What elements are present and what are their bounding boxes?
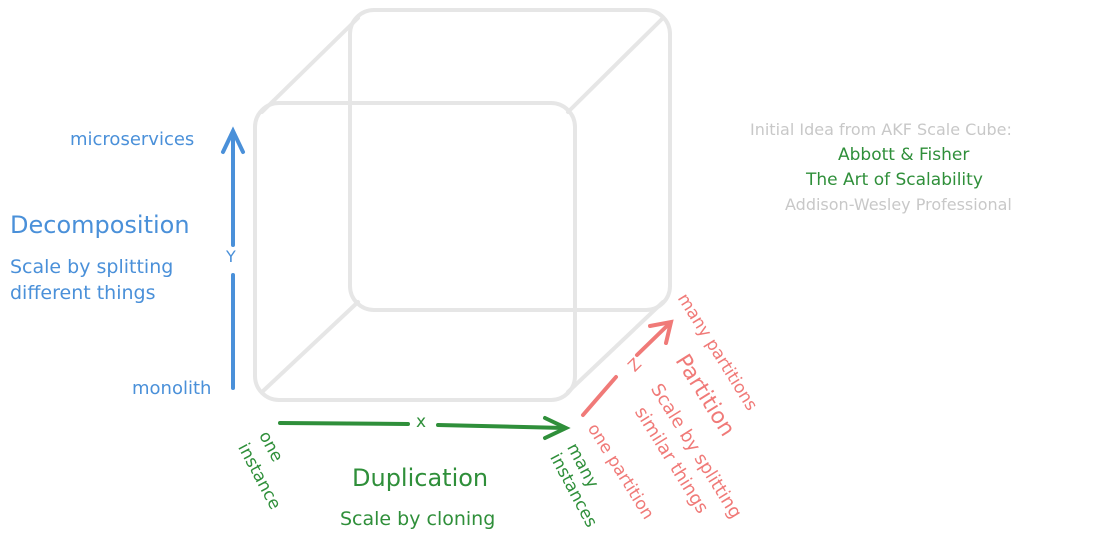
y-axis-subtitle-line2: different things xyxy=(10,282,156,304)
y-axis-top-label: microservices xyxy=(70,129,195,150)
credit-line3: The Art of Scalability xyxy=(806,170,983,190)
cube-edge-top-left xyxy=(260,16,360,114)
x-axis-subtitle: Scale by cloning xyxy=(340,508,496,530)
y-axis-title: Decomposition xyxy=(10,211,190,239)
y-axis-bottom-label: monolith xyxy=(132,378,212,399)
z-axis-arrow xyxy=(581,319,674,417)
x-axis-letter: x xyxy=(416,412,427,432)
x-axis-arrow xyxy=(278,416,571,440)
y-axis-arrow xyxy=(221,126,245,390)
cube-front-face xyxy=(253,101,577,402)
cube-edge-bottom-left xyxy=(260,300,360,394)
y-axis-letter: Y xyxy=(226,247,236,266)
credit-line4: Addison-Wesley Professional xyxy=(785,195,1012,214)
credit-line2: Abbott & Fisher xyxy=(838,145,970,165)
cube-back-face xyxy=(348,8,672,312)
x-axis-title: Duplication xyxy=(352,464,489,492)
cube-edge-bottom-right xyxy=(566,300,665,394)
y-axis-subtitle-line1: Scale by splitting xyxy=(10,256,174,278)
cube-edge-top-right xyxy=(566,16,665,114)
credit-line1: Initial Idea from AKF Scale Cube: xyxy=(750,120,1012,139)
